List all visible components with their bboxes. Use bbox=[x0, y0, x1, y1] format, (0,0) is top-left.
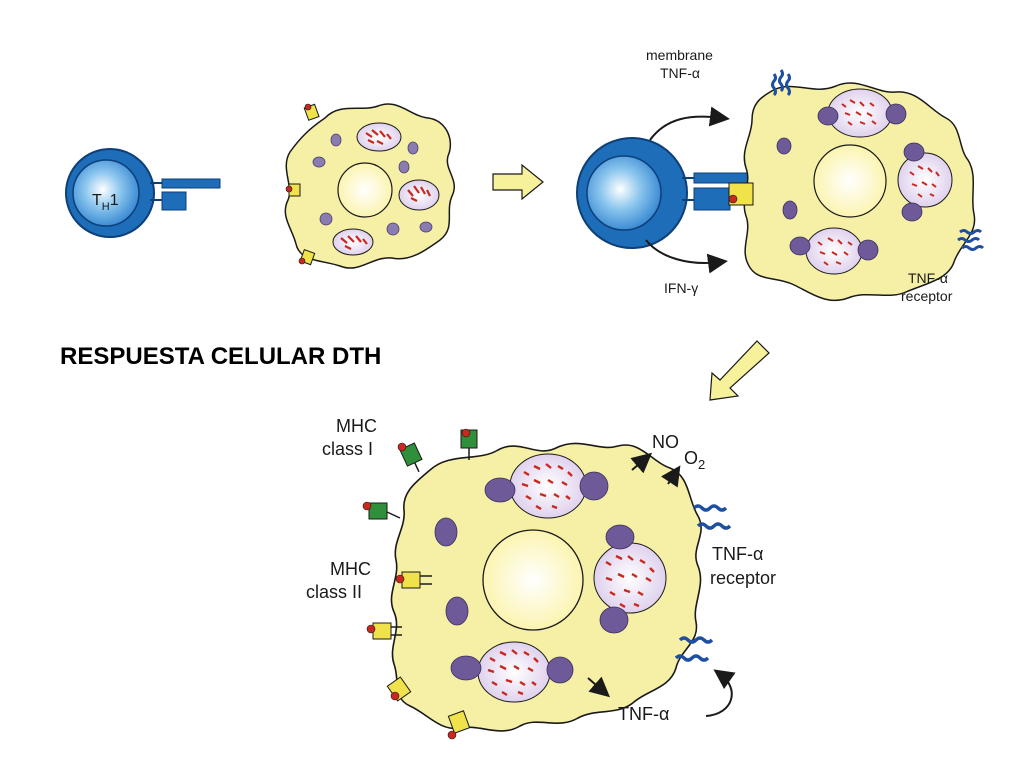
no-arrow bbox=[630, 452, 653, 474]
activating-macrophage-nucleus bbox=[813, 144, 887, 218]
activating-macrophage bbox=[728, 69, 985, 302]
membrane-tnf-label-1: membrane bbox=[646, 47, 713, 63]
mhc-class-i-molecules bbox=[362, 428, 478, 520]
tnf-receptor-bottom-label-2: receptor bbox=[710, 568, 776, 588]
th1-cell-left: TH1 bbox=[65, 148, 221, 238]
phagosome bbox=[789, 227, 879, 275]
mhc-tcr-contact bbox=[728, 182, 754, 206]
mhc-class-i-label-1: MHC bbox=[336, 416, 377, 436]
phagosome bbox=[450, 641, 574, 703]
resting-macrophage-nucleus bbox=[337, 162, 393, 218]
diagram-title: RESPUESTA CELULAR DTH bbox=[60, 343, 381, 370]
tnf-receptor-top bbox=[771, 69, 791, 97]
transition-arrow-down bbox=[709, 340, 770, 401]
resting-macrophage bbox=[284, 103, 455, 269]
tnf-alpha-secreted-label: TNF-α bbox=[618, 704, 669, 724]
tnf-receptor-bottom-label-1: TNF-α bbox=[712, 544, 763, 564]
th1-cell-activating bbox=[576, 137, 757, 249]
tnf-secreted-arrow bbox=[587, 676, 611, 698]
o2-arrow bbox=[661, 465, 681, 488]
t-cell-receptor-left bbox=[150, 178, 221, 211]
mhc-class-ii-label-1: MHC bbox=[330, 559, 371, 579]
membrane-tnf-arrow bbox=[649, 106, 730, 141]
activated-macrophage-nucleus bbox=[482, 529, 584, 631]
tnf-receptor-top-label-1: TNF-α bbox=[908, 270, 948, 286]
ifn-gamma-arrow bbox=[645, 239, 728, 274]
activated-macrophage bbox=[362, 428, 732, 740]
tnf-receptor-right bbox=[957, 229, 985, 251]
phagosome bbox=[398, 179, 440, 211]
phagosome bbox=[332, 228, 374, 256]
phagosome bbox=[593, 524, 667, 634]
ifn-gamma-label: IFN-γ bbox=[664, 280, 698, 296]
phagosome bbox=[484, 453, 609, 519]
membrane-tnf-label-2: TNF-α bbox=[660, 65, 700, 81]
mhc-class-i-label-2: class I bbox=[322, 439, 373, 459]
mhc-class-ii-label-2: class II bbox=[306, 582, 362, 602]
phagosome bbox=[897, 142, 953, 222]
transition-arrow-right bbox=[492, 163, 544, 201]
tnf-receptors-activated bbox=[674, 504, 732, 662]
autocrine-tnf-arrow bbox=[705, 669, 736, 717]
granules bbox=[312, 133, 433, 236]
phagosome bbox=[817, 88, 907, 138]
o2-label: O2 bbox=[684, 448, 705, 472]
granules bbox=[776, 137, 798, 220]
tnf-receptor-top-label-2: receptor bbox=[901, 288, 953, 304]
granules bbox=[434, 517, 469, 626]
phagosome bbox=[356, 122, 402, 152]
no-label: NO bbox=[652, 432, 679, 452]
th1-label: TH1 bbox=[92, 192, 119, 213]
